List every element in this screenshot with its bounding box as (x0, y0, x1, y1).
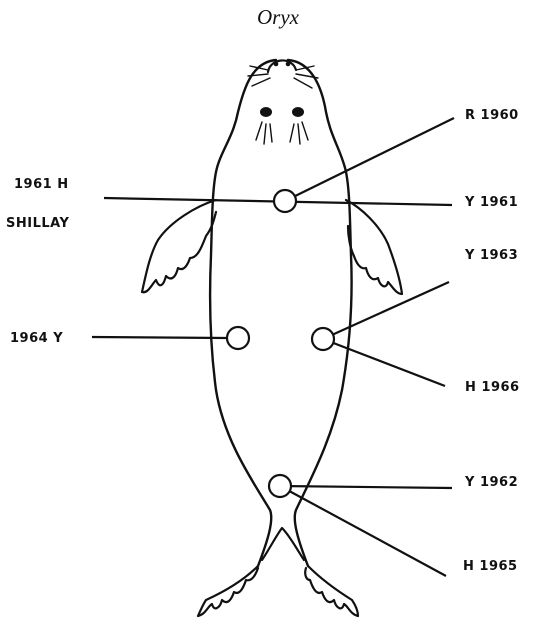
left-flipper (142, 200, 216, 292)
seal-snout (268, 60, 296, 72)
connector-line-h1965 (280, 486, 446, 576)
label-h1965: H 1965 (463, 559, 518, 574)
page-title: Oryx (257, 5, 300, 29)
tag-marker-left-mid (227, 327, 249, 349)
eye-right (292, 107, 304, 117)
connector-line-r1960 (285, 118, 454, 201)
nostril-left (274, 62, 279, 67)
label-y1964: 1964 Y (10, 331, 63, 346)
label-h1961: 1961 H (14, 177, 69, 192)
label-r1960: R 1960 (465, 108, 519, 123)
tail-flipper-right (305, 566, 358, 616)
tag-connectors (92, 118, 454, 576)
right-flipper (346, 200, 402, 294)
label-h1966: H 1966 (465, 380, 520, 395)
tag-labels: R 1960 1961 H SHILLAY Y 1961 Y 1963 1964… (6, 108, 520, 574)
label-shillay: SHILLAY (6, 216, 69, 231)
label-y1963: Y 1963 (464, 248, 518, 263)
tag-marker-tail (269, 475, 291, 497)
label-y1961: Y 1961 (464, 195, 518, 210)
connector-line-1964 (92, 337, 226, 338)
tag-markers (227, 190, 334, 497)
whiskers-face (256, 122, 308, 144)
nostril-right (286, 62, 291, 67)
tag-marker-neck (274, 190, 296, 212)
tail-flipper-left (198, 566, 258, 616)
connector-line-y1963 (323, 282, 449, 339)
label-y1962: Y 1962 (464, 475, 518, 490)
connector-line-h1966 (323, 339, 445, 386)
eye-left (260, 107, 272, 117)
tag-marker-right-mid (312, 328, 334, 350)
